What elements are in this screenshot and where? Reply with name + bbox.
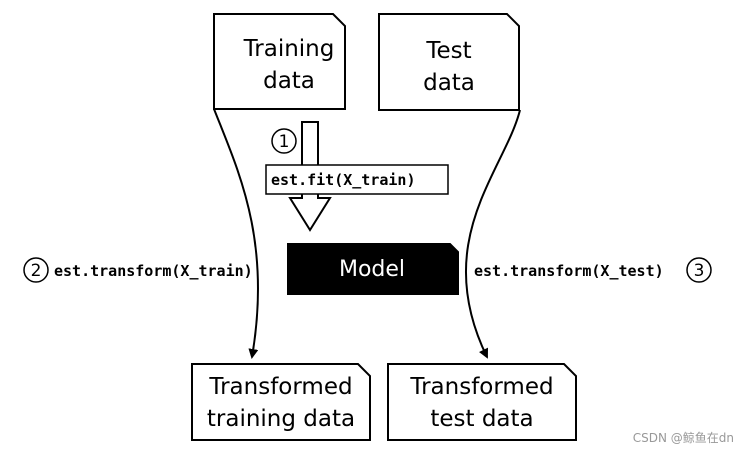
watermark-text: CSDN @鲸鱼在dn (633, 430, 734, 445)
fit-code-label: est.fit(X_train) (265, 164, 449, 195)
test-data-line1: Test (425, 38, 471, 64)
transformed-training-box: Transformed training data (191, 363, 371, 441)
step-3-number: 3 (694, 261, 705, 281)
transformed-test-line2: test data (430, 406, 533, 432)
test-data-shape (378, 13, 520, 111)
transformed-test-box: Transformed test data (387, 363, 577, 441)
train-transform-arrow (213, 108, 259, 359)
model-box: Model (287, 243, 459, 295)
transformed-test-shape (387, 363, 577, 441)
model-shape (287, 243, 459, 295)
step-2-label: 2 est.transform(X_train) (23, 257, 253, 283)
test-data-line2: data (423, 70, 475, 96)
transformed-training-line1: Transformed (208, 374, 352, 400)
step-2-number: 2 (31, 261, 42, 281)
step-2-circle (23, 257, 49, 283)
fit-code-box (265, 164, 449, 195)
step-1-circle (271, 128, 297, 154)
step-1-number: 1 (279, 132, 290, 152)
transformed-training-shape (191, 363, 371, 441)
training-data-box: Training data (213, 13, 346, 110)
transform-train-code: est.transform(X_train) (54, 262, 253, 280)
transformed-test-line1: Transformed (409, 374, 553, 400)
step-3-label: est.transform(X_test) 3 (474, 257, 712, 283)
transform-test-code: est.transform(X_test) (474, 262, 664, 280)
test-transform-arrow (464, 109, 521, 359)
training-data-line2: data (263, 68, 315, 94)
step-3-circle (686, 257, 712, 283)
training-data-line1: Training (243, 36, 335, 62)
fit-code-text: est.fit(X_train) (271, 171, 416, 189)
test-data-box: Test data (378, 13, 520, 111)
training-data-shape (213, 13, 346, 110)
transformed-training-line2: training data (207, 406, 355, 432)
step-1-marker: 1 (271, 128, 297, 154)
model-label: Model (339, 257, 405, 282)
